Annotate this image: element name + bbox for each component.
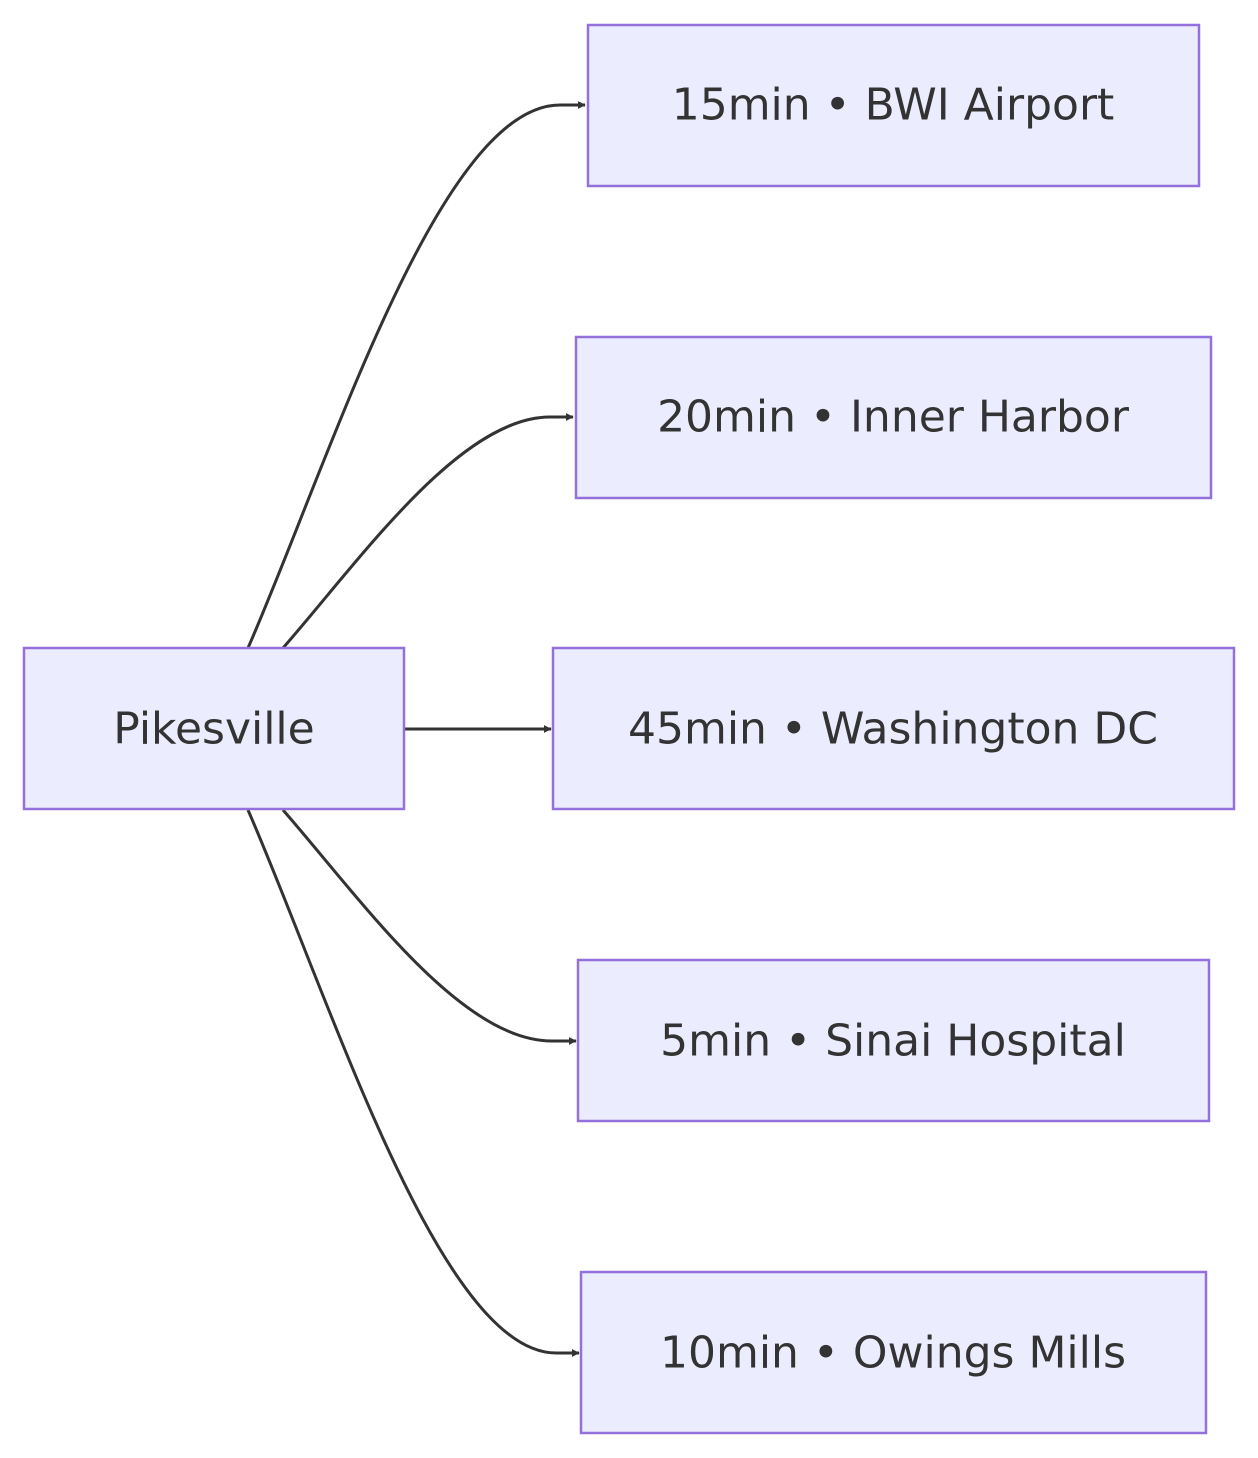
node-pikesville[interactable]: Pikesville	[22, 646, 406, 811]
node-box	[576, 958, 1211, 1123]
node-box	[22, 646, 406, 811]
node-owings-mills[interactable]: 10min • Owings Mills	[579, 1270, 1208, 1435]
edge-pikesville-sinai-hospital	[281, 809, 577, 1045]
node-box	[574, 335, 1213, 500]
node-label: 5min • Sinai Hospital	[660, 1016, 1126, 1067]
node-box	[579, 1270, 1208, 1435]
edges	[246, 101, 586, 1357]
node-label: Pikesville	[113, 704, 314, 755]
node-sinai-hospital[interactable]: 5min • Sinai Hospital	[576, 958, 1211, 1123]
edge-pikesville-bwi-airport	[246, 101, 586, 649]
node-inner-harbor[interactable]: 20min • Inner Harbor	[574, 335, 1213, 500]
node-label: 15min • BWI Airport	[672, 80, 1115, 131]
node-label: 10min • Owings Mills	[660, 1328, 1126, 1379]
node-bwi-airport[interactable]: 15min • BWI Airport	[586, 23, 1201, 188]
node-box	[586, 23, 1201, 188]
node-label: 45min • Washington DC	[628, 704, 1158, 755]
node-box	[551, 646, 1236, 811]
node-washington-dc[interactable]: 45min • Washington DC	[551, 646, 1236, 811]
edge-pikesville-owings-mills	[246, 809, 580, 1357]
edge-pikesville-inner-harbor	[281, 413, 574, 649]
node-label: 20min • Inner Harbor	[657, 392, 1130, 443]
